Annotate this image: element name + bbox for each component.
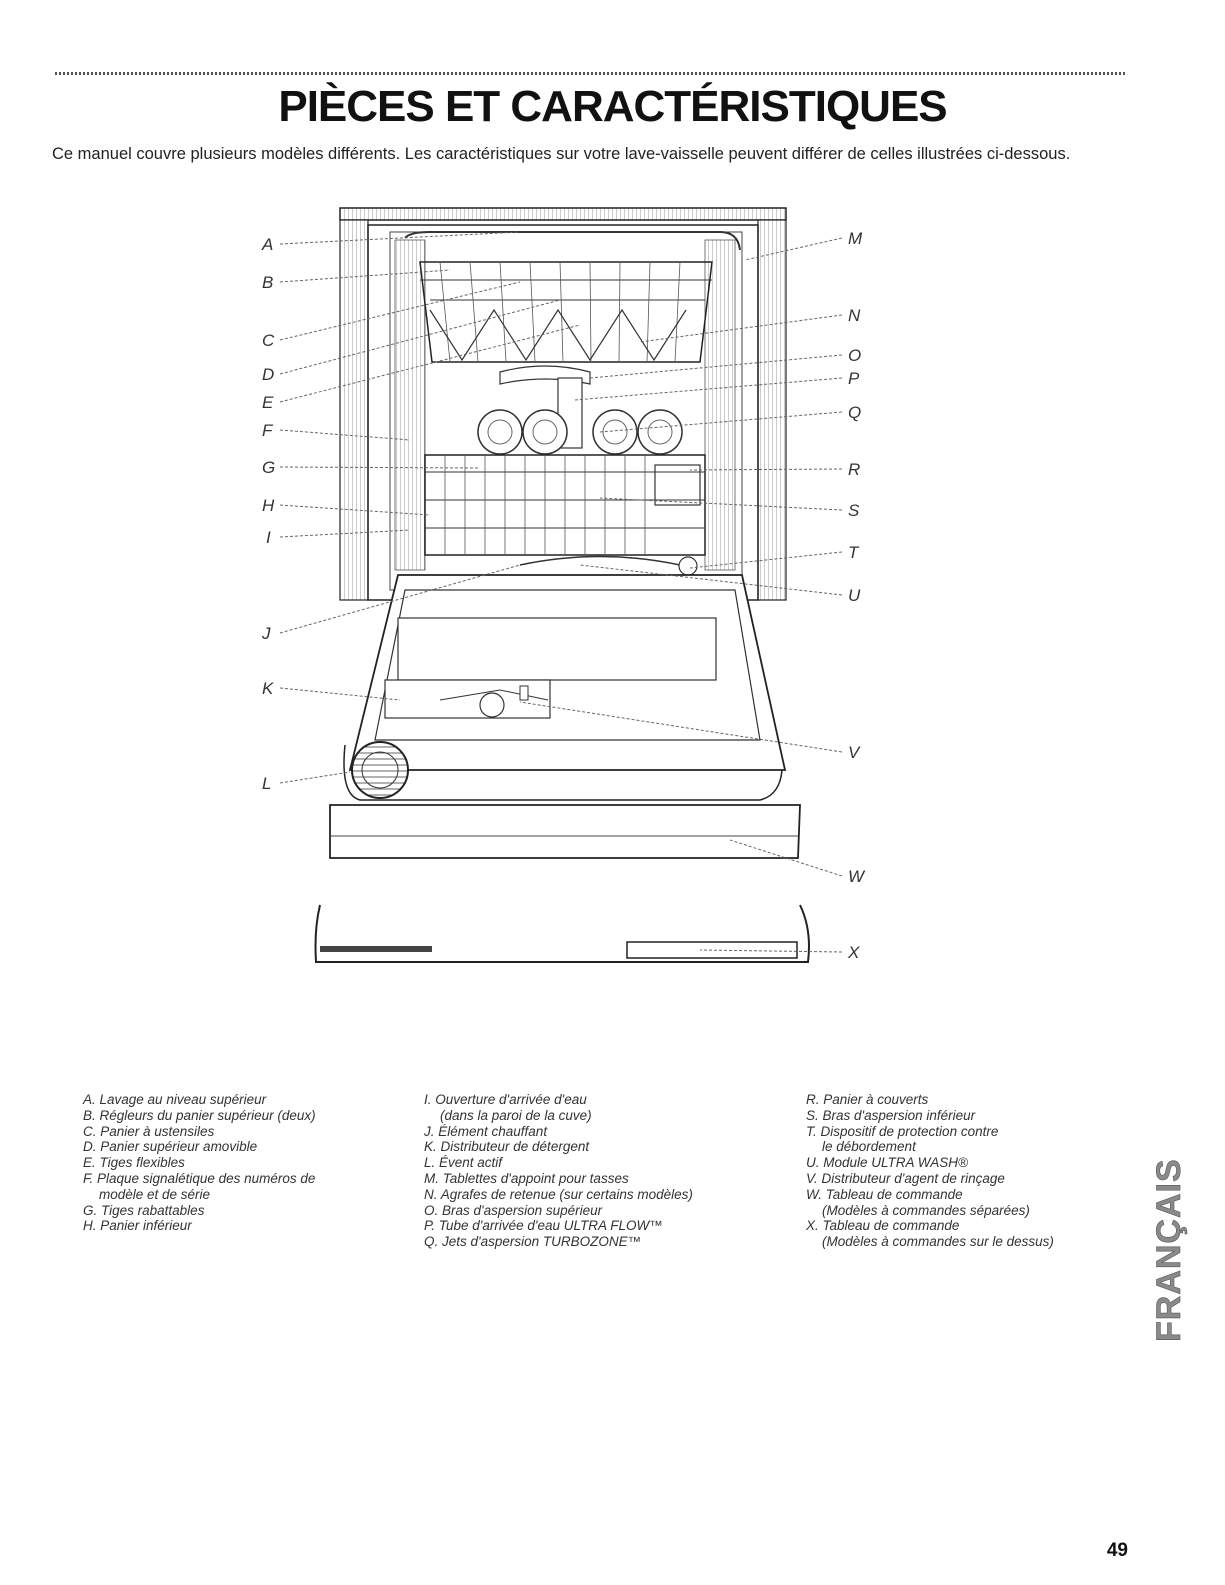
callout-o: O bbox=[848, 346, 861, 365]
upper-rack bbox=[419, 261, 713, 385]
legend-item: L. Évent actif bbox=[424, 1155, 503, 1171]
page-number: 49 bbox=[1106, 1540, 1128, 1561]
callout-j: J bbox=[261, 624, 271, 643]
language-side-tab: FRANÇAIS bbox=[1150, 1158, 1188, 1342]
callout-f: F bbox=[262, 421, 274, 440]
callout-i: I bbox=[266, 528, 271, 547]
legend-item: D. Panier supérieur amovible bbox=[83, 1139, 258, 1155]
callout-b: B bbox=[262, 273, 273, 292]
callout-a: A bbox=[261, 235, 273, 254]
legend-item-continuation: (dans la paroi de la cuve) bbox=[440, 1107, 592, 1123]
language-tab-text: FRANÇAIS bbox=[1150, 1158, 1188, 1342]
callout-k: K bbox=[262, 679, 274, 698]
legend-item: A. Lavage au niveau supérieur bbox=[83, 1092, 267, 1107]
legend-item: V. Distributeur d'agent de rinçage bbox=[806, 1170, 1005, 1186]
legend-item: G. Tiges rabattables bbox=[83, 1202, 205, 1218]
top-dotted-rule bbox=[55, 72, 1125, 75]
legend-item: U. Module ULTRA WASH® bbox=[806, 1155, 968, 1171]
door bbox=[343, 574, 787, 801]
legend-item: H. Panier inférieur bbox=[83, 1218, 192, 1234]
legend-item: Q. Jets d'aspersion TURBOZONE™ bbox=[424, 1234, 642, 1250]
tub-frame bbox=[339, 207, 787, 601]
legend-item: I. Ouverture d'arrivée d'eau bbox=[424, 1092, 587, 1107]
callout-h: H bbox=[262, 496, 275, 515]
callout-v: V bbox=[848, 743, 861, 762]
callout-x: X bbox=[847, 943, 860, 962]
legend-column-3: R. Panier à couverts S. Bras d'aspersion… bbox=[806, 1092, 1136, 1250]
legend-item-continuation: (Modèles à commandes séparées) bbox=[822, 1202, 1030, 1218]
callout-t: T bbox=[848, 543, 860, 562]
legend-item: F. Plaque signalétique des numéros de bbox=[83, 1170, 316, 1186]
page-title: PIÈCES ET CARACTÉRISTIQUES bbox=[278, 82, 947, 131]
legend-item: R. Panier à couverts bbox=[806, 1092, 929, 1107]
callout-m: M bbox=[848, 229, 863, 248]
legend-column-1: A. Lavage au niveau supérieur B. Régleur… bbox=[83, 1092, 403, 1234]
legend-item: O. Bras d'aspersion supérieur bbox=[424, 1202, 603, 1218]
legend-item: E. Tiges flexibles bbox=[83, 1155, 185, 1171]
callout-s: S bbox=[848, 501, 860, 520]
legend-item: S. Bras d'aspersion inférieur bbox=[806, 1107, 976, 1123]
callout-r: R bbox=[848, 460, 860, 479]
control-panel-front bbox=[329, 804, 801, 859]
legend-item-continuation: modèle et de série bbox=[99, 1186, 211, 1202]
legend-item: K. Distributeur de détergent bbox=[424, 1139, 590, 1155]
callout-e: E bbox=[262, 393, 274, 412]
callout-p: P bbox=[848, 369, 860, 388]
legend-item: C. Panier à ustensiles bbox=[83, 1123, 215, 1139]
legend-item-continuation: (Modèles à commandes sur le dessus) bbox=[822, 1234, 1054, 1250]
callout-u: U bbox=[848, 586, 861, 605]
callout-n: N bbox=[848, 306, 861, 325]
dishwasher-diagram: A B C D E F G H I J K L M N O P Q R S T … bbox=[261, 207, 866, 963]
callout-d: D bbox=[262, 365, 274, 384]
legend-item: M. Tablettes d'appoint pour tasses bbox=[424, 1170, 629, 1186]
legend-column-2: I. Ouverture d'arrivée d'eau (dans la pa… bbox=[424, 1092, 784, 1250]
spray-tube-and-jets bbox=[477, 377, 683, 455]
legend-item: B. Régleurs du panier supérieur (deux) bbox=[83, 1107, 316, 1123]
legend-item-continuation: le débordement bbox=[822, 1139, 916, 1155]
control-panel-top bbox=[314, 904, 810, 963]
intro-paragraph: Ce manuel couvre plusieurs modèles diffé… bbox=[52, 145, 1071, 163]
lower-rack bbox=[424, 454, 706, 576]
callout-l: L bbox=[262, 774, 271, 793]
callout-g: G bbox=[262, 458, 275, 477]
legend-item: W. Tableau de commande bbox=[806, 1186, 963, 1202]
leader-lines bbox=[279, 231, 843, 953]
legend-item: X. Tableau de commande bbox=[806, 1218, 960, 1234]
callout-c: C bbox=[262, 331, 275, 350]
legend-item: T. Dispositif de protection contre bbox=[806, 1123, 999, 1139]
callout-q: Q bbox=[848, 403, 861, 422]
callout-labels: A B C D E F G H I J K L M N O P Q R S T … bbox=[261, 229, 866, 962]
legend-item: N. Agrafes de retenue (sur certains modè… bbox=[424, 1186, 693, 1202]
legend-item: J. Élément chauffant bbox=[424, 1123, 548, 1139]
callout-w: W bbox=[848, 867, 866, 886]
legend-item: P. Tube d'arrivée d'eau ULTRA FLOW™ bbox=[424, 1218, 663, 1234]
